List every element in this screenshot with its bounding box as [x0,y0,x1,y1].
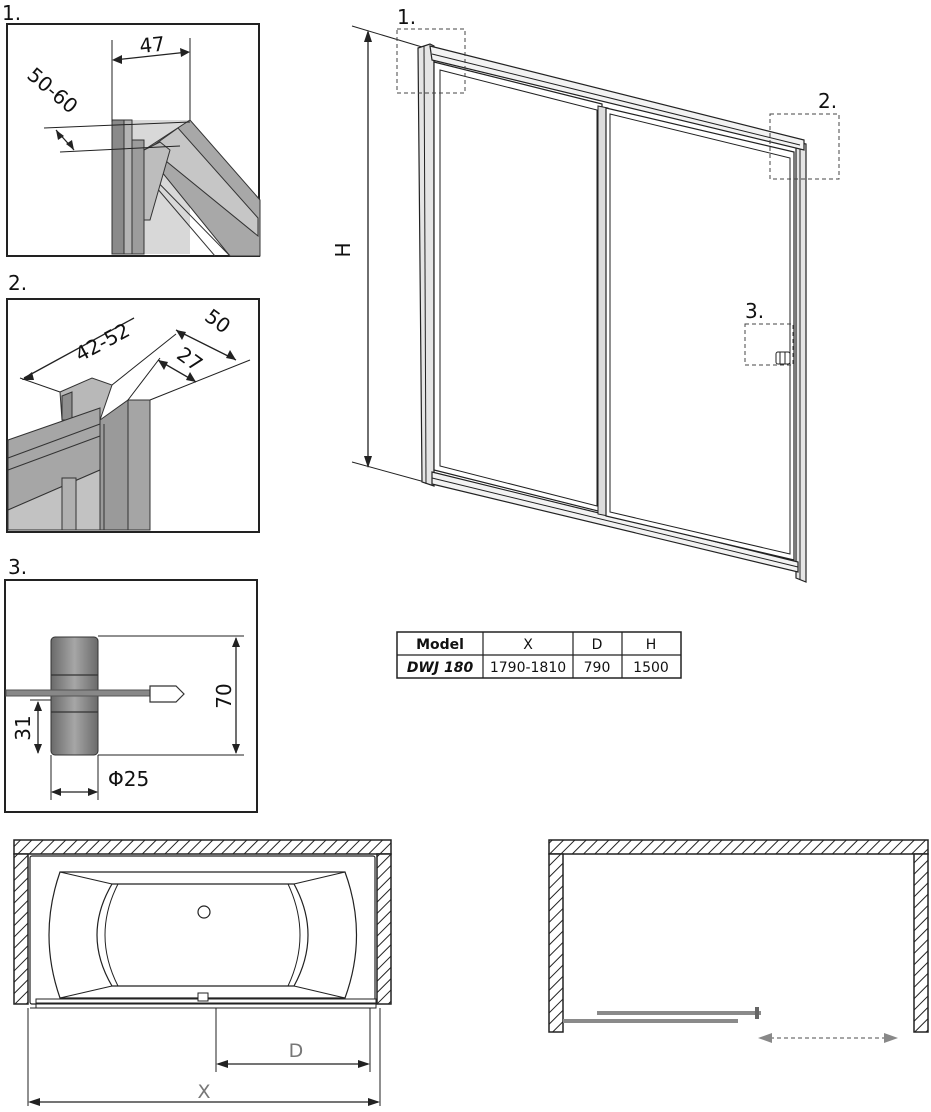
detail-2: 2. 42-52 50 27 [6,271,260,533]
callout-2-label: 2. [818,89,837,113]
glass-panel-edge [5,689,157,697]
callout-1-label: 1. [397,5,416,29]
d-dimension-label: D [289,1040,304,1062]
detail-1: 1. 47 50-60 [2,1,261,257]
sliding-panel-1 [433,61,603,513]
plan-view-bathtub: D X [13,839,392,1106]
door-knob [775,351,791,365]
back-wall [13,839,392,855]
table-header-model: Model [416,637,464,653]
table-cell-model: DWJ 180 [407,660,474,676]
main-view: H 1. 2. 3. [331,5,840,583]
table-header-x: X [523,637,533,653]
plan-view-sliding-scheme [548,839,929,1043]
callout-3-label: 3. [745,299,764,323]
height-label: H [331,242,355,257]
top-rail [429,45,805,151]
sliding-panel-fixed [563,1019,738,1023]
table-cell-x: 1790-1810 [490,660,566,676]
detail-3-diameter-dim: Φ25 [108,767,149,791]
sliding-panel-2 [605,107,795,561]
table-cell-h: 1500 [633,660,669,676]
right-wall [376,853,392,1005]
scheme-back-wall [548,839,929,855]
detail-3: 3. 70 31 Φ25 [4,555,258,813]
right-wall-profile [795,141,807,583]
drain-icon [197,905,211,919]
bathtub-rim [29,855,376,1005]
detail-1-label: 1. [2,1,21,25]
callout-2-box [769,113,840,180]
detail-1-width-dim: 47 [138,31,166,58]
scheme-left-wall [548,853,564,1033]
table-header-d: D [592,637,603,653]
spec-table: Model X D H DWJ 180 1790-1810 790 1500 [396,631,682,679]
callout-1-box [396,28,466,94]
table-header-h: H [646,637,657,653]
callout-3-box [744,323,794,366]
detail-3-label: 3. [8,555,27,579]
detail-3-height-dim: 70 [212,683,236,708]
detail-2-label: 2. [8,271,27,295]
left-wall [13,853,29,1005]
scheme-right-wall [913,853,929,1033]
detail-3-offset-dim: 31 [11,715,35,740]
table-cell-d: 790 [584,660,611,676]
x-dimension-label: X [197,1081,210,1103]
sliding-panel-inner [597,1011,761,1015]
